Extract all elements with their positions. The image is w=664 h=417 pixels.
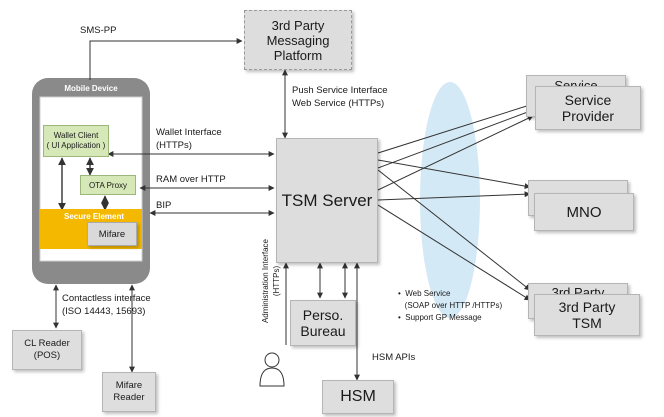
wallet-client-box: Wallet Client ( UI Application )	[43, 125, 109, 157]
ram-over-http-label: RAM over HTTP	[156, 174, 226, 185]
sms-pp-arrow	[89, 38, 243, 80]
hsm-box: HSM	[322, 380, 394, 414]
tsm-sp-line-1	[377, 102, 534, 154]
wallet-client-label: Wallet Client ( UI Application )	[46, 131, 106, 150]
tsm-mno-line-1	[377, 159, 531, 190]
mifare-reader-box: Mifare Reader	[102, 372, 156, 412]
mno-box: MNO	[534, 193, 634, 231]
secure-element-label: Secure Element	[64, 212, 125, 221]
third-party-tsm-label: 3rd Party TSM	[558, 299, 616, 331]
tsm-sp-line-3	[377, 115, 534, 191]
messaging-platform-label: 3rd Party Messaging Platform	[266, 17, 330, 63]
contactless-label: Contactless interface (ISO 14443, 15693)	[62, 293, 151, 317]
ota-proxy-box: OTA Proxy	[80, 175, 136, 195]
tsm-tsm-line-2	[377, 204, 531, 301]
tsm-sp-line-2	[377, 109, 534, 169]
interface-ellipse	[420, 82, 480, 318]
mifare-reader-label: Mifare Reader	[113, 380, 145, 403]
ota-proxy-label: OTA Proxy	[88, 180, 128, 190]
admin-person-head	[264, 352, 280, 368]
web-service-notes: • Web Service (SOAP over HTTP /HTTPs) • …	[398, 289, 503, 322]
mifare-box: Mifare	[87, 222, 137, 246]
bip-label: BIP	[156, 200, 172, 211]
third-party-tsm-box: 3rd Party TSM	[534, 294, 640, 336]
admin-interface-label: Administration Interface (HTTPs)	[261, 238, 281, 324]
mifare-label: Mifare	[98, 228, 126, 240]
tsm-server-label: TSM Server	[281, 190, 373, 210]
mobile-device-label: Mobile Device	[64, 84, 118, 93]
tsm-mno-line-2	[377, 191, 531, 201]
wallet-interface-label: Wallet Interface (HTTPs)	[156, 127, 222, 151]
admin-person-body	[259, 367, 285, 387]
tsm-server-box: TSM Server	[276, 138, 378, 263]
messaging-platform-box: 3rd Party Messaging Platform	[244, 10, 352, 70]
cl-reader-box: CL Reader (POS)	[12, 330, 82, 370]
service-provider-box: Service Provider	[535, 86, 641, 130]
perso-bureau-label: Perso. Bureau	[300, 307, 346, 339]
perso-bureau-box: Perso. Bureau	[290, 300, 356, 346]
hsm-label: HSM	[340, 388, 376, 405]
mno-label: MNO	[566, 203, 602, 221]
service-provider-label: Service Provider	[561, 92, 615, 124]
hsm-apis-label: HSM APIs	[372, 352, 416, 363]
cl-reader-label: CL Reader (POS)	[24, 338, 70, 361]
tsm-tsm-line-1	[377, 169, 531, 291]
sms-pp-label: SMS-PP	[80, 25, 117, 36]
push-service-label: Push Service Interface Web Service (HTTP…	[292, 85, 388, 109]
